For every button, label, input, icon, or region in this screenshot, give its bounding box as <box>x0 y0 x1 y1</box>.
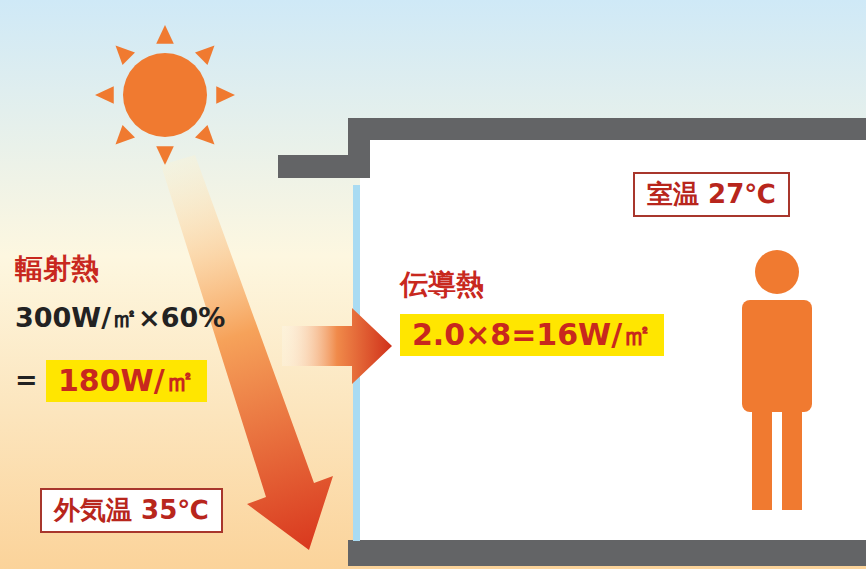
sun-ray <box>216 86 235 104</box>
node-text: 180W/㎡ <box>46 360 207 402</box>
room-temperature-box: 室温 27℃ <box>633 172 790 217</box>
roof <box>278 118 866 178</box>
equals-sign: = <box>15 364 38 395</box>
outdoor-temperature-box: 外気温 35℃ <box>40 488 223 533</box>
sun-ray <box>116 125 135 144</box>
radiant-heat-heading: 輻射熱 <box>15 250 99 288</box>
floor <box>348 540 866 566</box>
node-heading: 伝導熱 <box>400 268 664 302</box>
node-text: 2.0×8=16W/㎡ <box>400 314 664 356</box>
sun <box>95 25 235 165</box>
room-interior <box>360 140 866 542</box>
sun-ray <box>116 46 135 65</box>
node-text: 外気温 35℃ <box>54 494 209 527</box>
person <box>742 250 812 510</box>
sun-ray <box>95 86 114 104</box>
sun-ray <box>195 125 214 144</box>
radiant-result-box: 180W/㎡ <box>46 360 207 402</box>
sun-ray <box>195 46 214 65</box>
conduction-arrow <box>282 308 392 384</box>
radiant-formula: 300W/㎡×60% <box>15 300 225 336</box>
conduction-heat-box: 伝導熱 2.0×8=16W/㎡ <box>400 268 664 356</box>
sun-ray <box>156 25 174 44</box>
node-text: 室温 27℃ <box>647 178 776 211</box>
